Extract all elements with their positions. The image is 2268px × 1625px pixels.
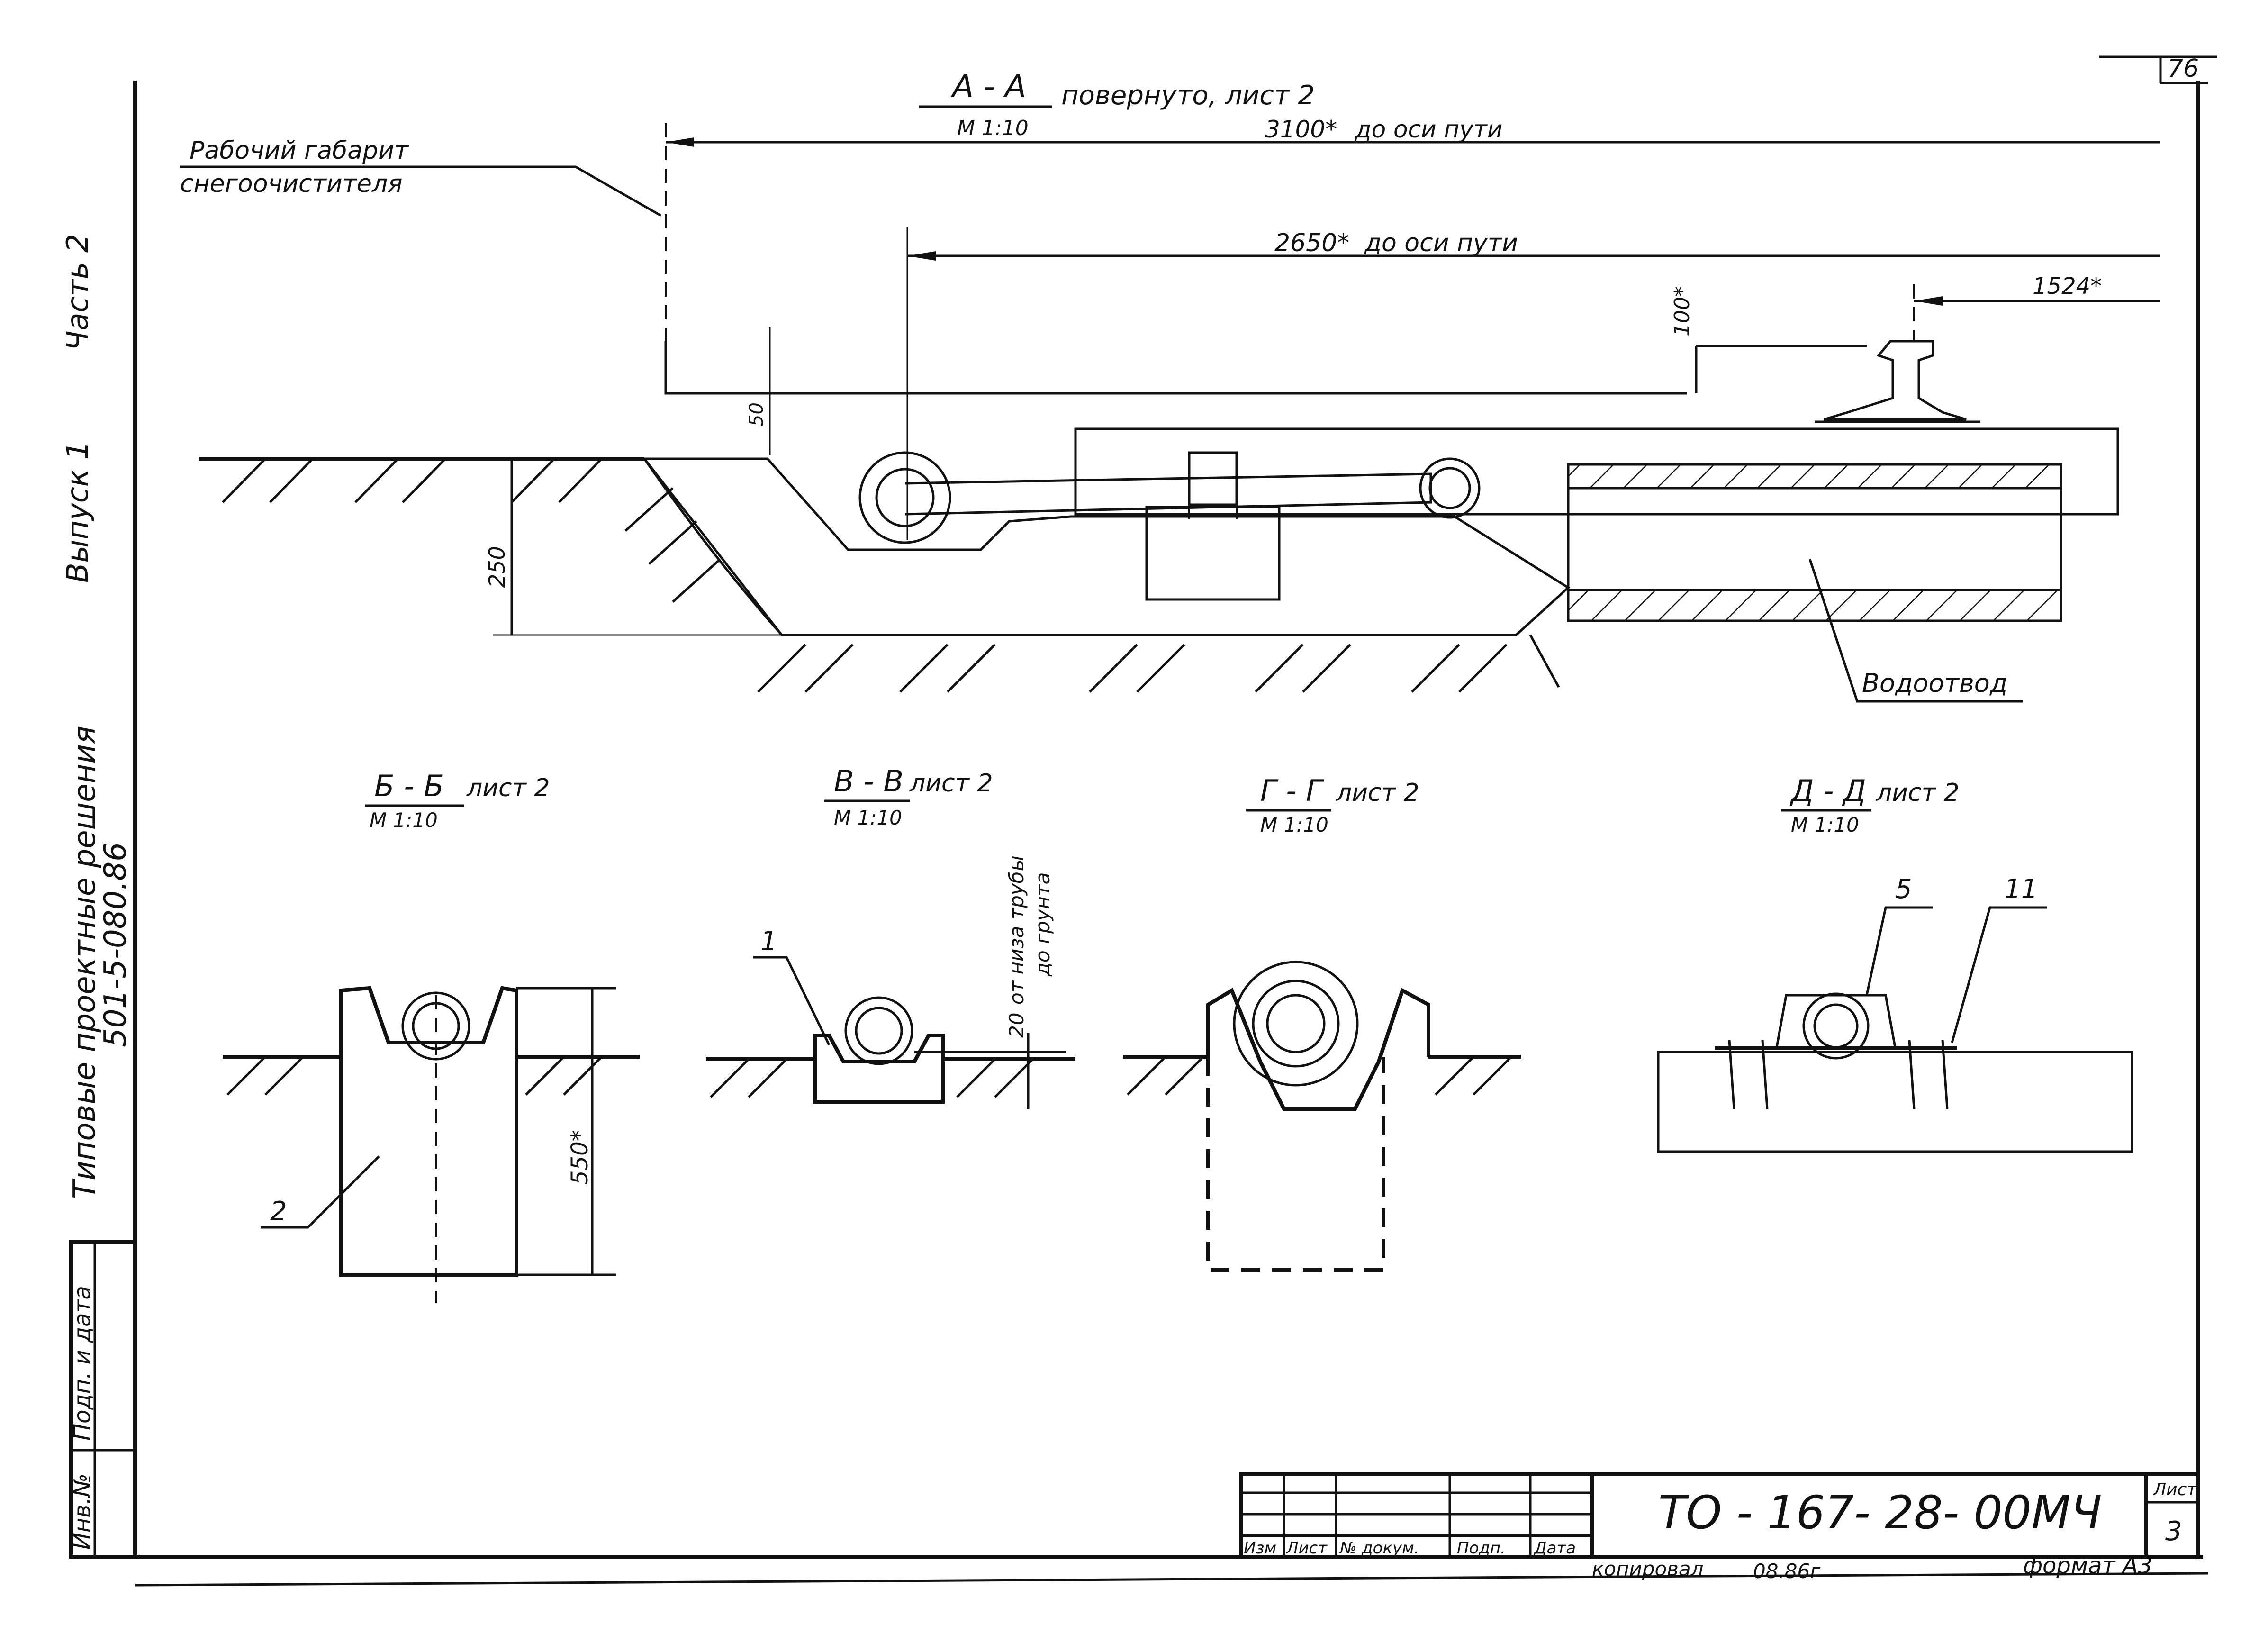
side-issue: Выпуск 1	[60, 441, 95, 583]
section-b-drawing	[223, 986, 640, 1303]
dim-2650-note: до оси пути	[1364, 229, 1518, 257]
stamp-inv-no: Инв.№	[69, 1473, 96, 1550]
section-v-scale: М 1:10	[834, 806, 902, 829]
section-v-sheet: лист 2	[909, 769, 993, 798]
callout-5: 5	[1895, 874, 1912, 905]
dim-3100: 3100*	[1265, 116, 1337, 143]
section-g-drawing	[1123, 961, 1521, 1272]
dim-100: 100*	[1670, 286, 1694, 336]
section-d-drawing	[1657, 906, 2133, 1153]
section-b-scale: М 1:10	[370, 808, 438, 832]
ground-hatch-pit	[624, 487, 1560, 693]
section-v-title: В - В	[834, 764, 904, 799]
left-stamp	[69, 1240, 137, 1559]
ballast-bed	[642, 457, 1571, 636]
side-series-l2: 501-5-080.86	[98, 842, 133, 1047]
section-d-scale: М 1:10	[1791, 813, 1859, 836]
dim-3100-note: до оси пути	[1355, 116, 1502, 143]
section-b-sheet: лист 2	[466, 774, 550, 802]
section-g-scale: М 1:10	[1260, 813, 1328, 836]
dim-2650: 2650*	[1274, 229, 1349, 257]
dim-20-note-1: от низа трубы	[1005, 855, 1028, 1005]
sheet-number-top: 76	[2168, 54, 2199, 83]
section-g-title: Г - Г	[1260, 773, 1324, 808]
title-sheet-value: 3	[2165, 1516, 2182, 1547]
section-v-drawing	[706, 956, 1075, 1109]
title-block	[1239, 1472, 2200, 1559]
title-col-sign: Подп.	[1457, 1539, 1506, 1558]
footer-copied-date: 08.86г	[1753, 1560, 1821, 1583]
pipe-small-end	[1419, 457, 1481, 519]
ground-hatch-left	[222, 458, 603, 503]
section-g-sheet: лист 2	[1336, 779, 1419, 807]
main-section-scale: М 1:10	[957, 116, 1029, 140]
water-drain	[1567, 463, 2062, 622]
stamp-sign-date: Подп. и дата	[69, 1286, 96, 1441]
dim-1524: 1524*	[2033, 273, 2102, 300]
main-section-note: повернуто, лист 2	[1061, 80, 1315, 111]
sheet-frame	[133, 55, 2217, 1559]
wood-block	[1145, 506, 1281, 601]
pipe-large-end	[858, 451, 951, 544]
side-part: Часть 2	[60, 234, 95, 351]
section-d-sheet: лист 2	[1876, 779, 1960, 807]
title-col-change: Изм	[1244, 1539, 1276, 1558]
callout-1: 1	[760, 926, 777, 957]
document-code: ТО - 167- 28- 00МЧ	[1658, 1486, 2102, 1539]
title-col-doc: № докум.	[1339, 1539, 1419, 1558]
title-sheet-label: Лист	[2152, 1480, 2197, 1499]
section-d-title: Д - Д	[1789, 773, 1866, 808]
dim-20-note-2: до грунта	[1031, 872, 1054, 977]
dim-20: 20	[1005, 1013, 1028, 1038]
side-series-l1: Типовые проектные решения	[67, 726, 102, 1199]
callout-11: 11	[2004, 874, 2038, 905]
dim-550: 550*	[567, 1130, 593, 1185]
dim-50: 50	[746, 402, 768, 427]
drain-label: Водоотвод	[1862, 668, 2007, 698]
title-col-sheet: Лист	[1285, 1539, 1328, 1558]
main-section-title: А - А	[950, 68, 1026, 105]
dim-250: 250	[484, 546, 510, 588]
snowplow-label-2: снегоочистителя	[180, 170, 403, 198]
section-b-title: Б - Б	[374, 769, 444, 803]
snowplow-label-1: Рабочий габарит	[190, 136, 409, 165]
title-col-date: Дата	[1533, 1539, 1576, 1558]
callout-2: 2	[270, 1196, 287, 1227]
rail	[1815, 340, 1980, 423]
